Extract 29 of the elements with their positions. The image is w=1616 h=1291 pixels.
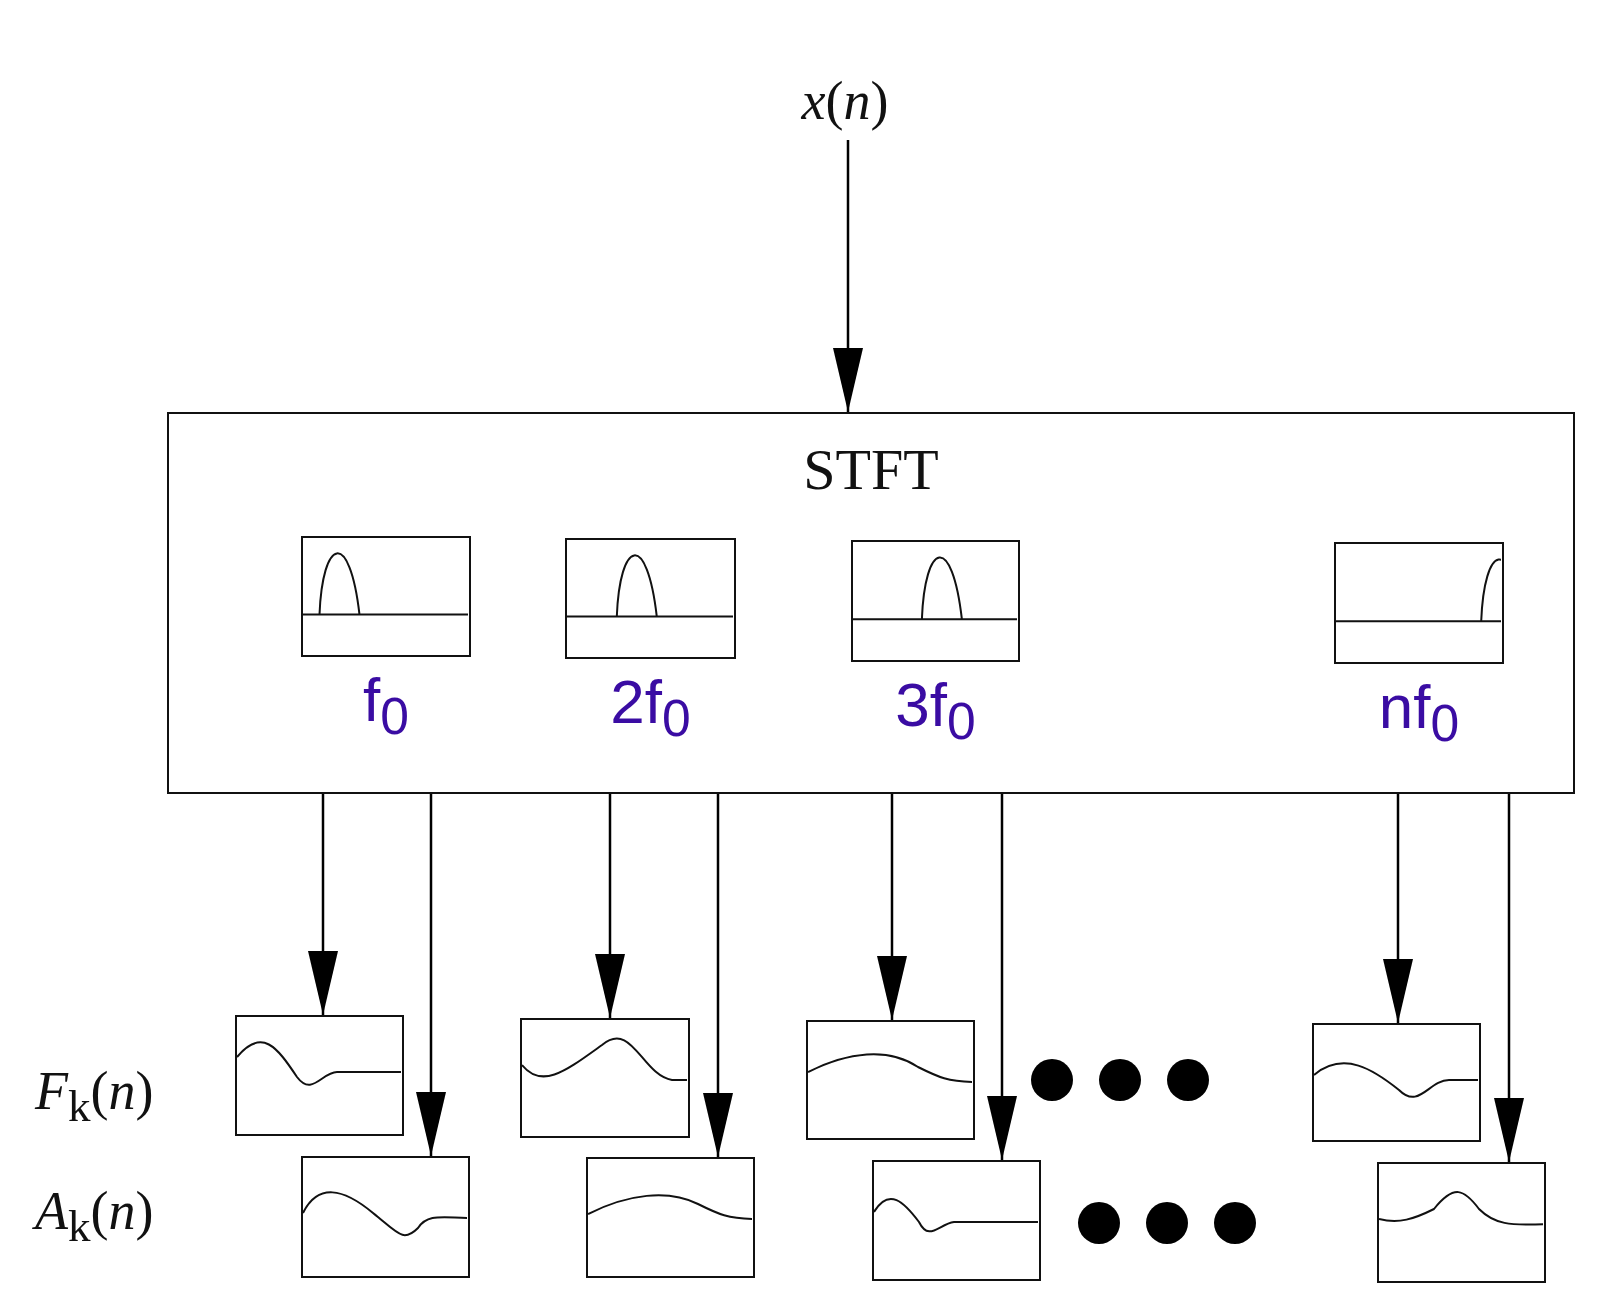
frequency-label: nf$_{0}$ — [1378, 676, 1460, 751]
arrow — [987, 794, 1017, 1160]
process-box — [167, 412, 1575, 794]
signal-label: x(n) — [801, 70, 889, 132]
arrow — [416, 794, 446, 1156]
frequency-label: 2f$_{0}$ — [610, 671, 691, 746]
plot-box — [851, 540, 1020, 662]
plot-box — [806, 1020, 975, 1140]
arrow — [308, 794, 338, 1015]
arrow — [833, 140, 863, 412]
plot-box — [1334, 542, 1504, 664]
frequency-label: f$_{0}$ — [363, 669, 409, 744]
block-title: STFT — [803, 436, 939, 503]
plot-box — [872, 1160, 1041, 1281]
plot-box — [301, 1156, 470, 1278]
arrow — [1494, 794, 1524, 1162]
arrow — [703, 794, 733, 1157]
arrow — [595, 794, 625, 1018]
plot-box — [1377, 1162, 1546, 1283]
plot-box — [235, 1015, 404, 1136]
arrow — [877, 794, 907, 1020]
plot-box — [301, 536, 471, 657]
frequency-label: 3f$_{0}$ — [895, 674, 976, 749]
plot-box — [565, 538, 736, 659]
plot-box — [520, 1018, 690, 1138]
arrow — [1383, 794, 1413, 1023]
plot-box — [586, 1157, 755, 1278]
signal-label: F$_{k}$(n) — [35, 1060, 154, 1132]
plot-box — [1312, 1023, 1481, 1142]
